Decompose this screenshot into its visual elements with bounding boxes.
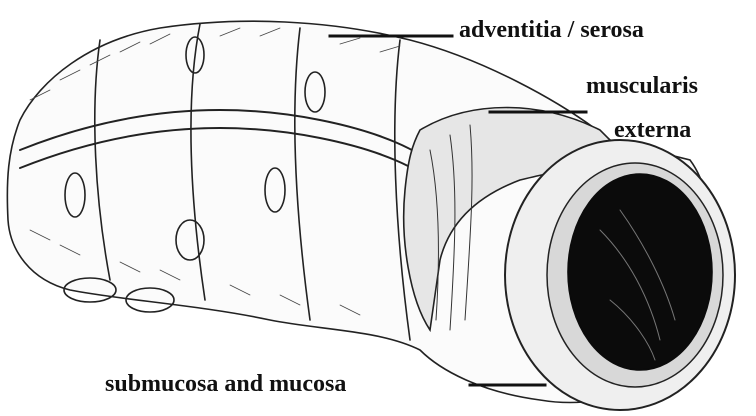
lumen (568, 174, 712, 370)
label-adventitia-serosa: adventitia / serosa (459, 18, 644, 42)
label-submucosa-mucosa: submucosa and mucosa (105, 372, 346, 396)
label-muscularis: muscularis (586, 74, 698, 98)
label-externa: externa (614, 118, 691, 142)
